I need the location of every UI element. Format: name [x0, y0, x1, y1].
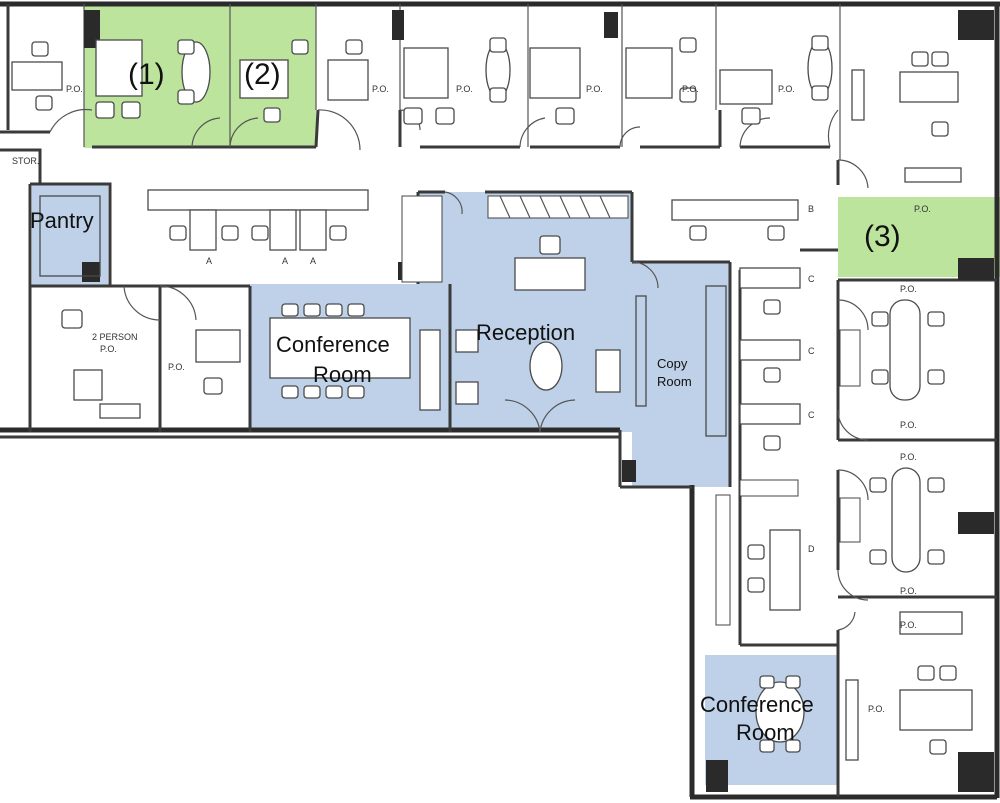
columns [82, 10, 994, 792]
pantry-label: Pantry [30, 208, 94, 233]
workstation-d: D [808, 544, 815, 554]
office-label-n: P.O. [168, 362, 185, 372]
workstation-b: B [808, 204, 814, 214]
workstation-c-3: C [808, 410, 815, 420]
office-label-l: P.O. [900, 620, 917, 630]
office-label-a: P.O. [66, 84, 83, 94]
office-label-j: P.O. [900, 452, 917, 462]
room-labels: (1) (2) (3) Pantry Conference Room Recep… [30, 58, 901, 745]
office-label-i: P.O. [900, 420, 917, 430]
conference-main-label-line2: Room [313, 362, 372, 387]
office-1-label: (1) [128, 58, 165, 91]
door-swings [49, 108, 869, 631]
office-label-c: P.O. [456, 84, 473, 94]
workstation-c-2: C [808, 346, 815, 356]
office-2-label: (2) [244, 58, 281, 91]
plan-annotations: STOR. P.O. P.O. P.O. P.O. P.O. P.O. P.O.… [12, 84, 931, 714]
office-label-g: P.O. [914, 204, 931, 214]
conference-lower-label-line1: Conference [700, 692, 814, 717]
office-label-f: P.O. [778, 84, 795, 94]
storage-label: STOR. [12, 156, 39, 166]
office-label-h: P.O. [900, 284, 917, 294]
furniture [11, 35, 973, 761]
two-person-label-2: P.O. [100, 344, 117, 354]
office-label-k: P.O. [900, 586, 917, 596]
copy-room-label-line1: Copy [657, 356, 688, 371]
office-3-label: (3) [864, 220, 901, 253]
two-person-label-1: 2 PERSON [92, 332, 138, 342]
office-label-d: P.O. [586, 84, 603, 94]
workstation-a-3: A [310, 256, 316, 266]
office-label-e: P.O. [682, 84, 699, 94]
workstation-a-1: A [206, 256, 212, 266]
reception-highlight [418, 192, 632, 432]
conference-main-label-line1: Conference [276, 332, 390, 357]
reception-label: Reception [476, 320, 575, 345]
office-label-b: P.O. [372, 84, 389, 94]
conference-lower-label-line2: Room [736, 720, 795, 745]
workstation-a-2: A [282, 256, 288, 266]
copy-room-label-line2: Room [657, 374, 692, 389]
office-label-m: P.O. [868, 704, 885, 714]
workstation-c-1: C [808, 274, 815, 284]
